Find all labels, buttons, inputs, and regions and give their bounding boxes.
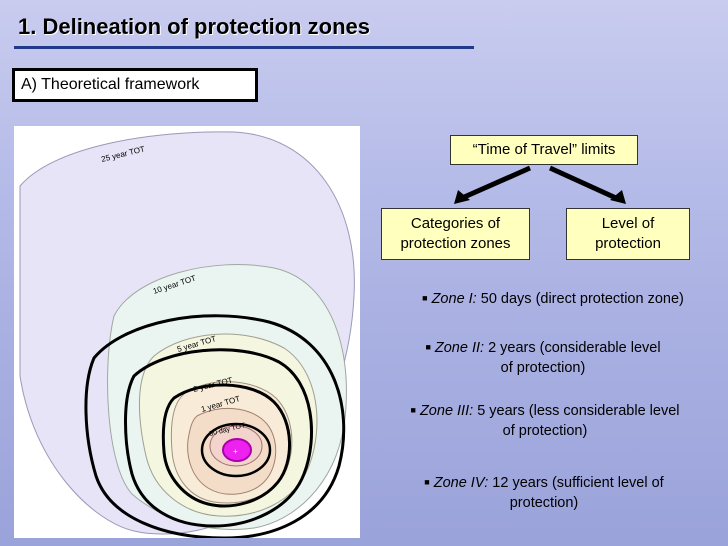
zone-ii-text1: 2 years (considerable level xyxy=(488,340,661,356)
bullet-icon: ■ xyxy=(425,342,431,352)
zone-iii-text1: 5 years (less considerable level xyxy=(477,403,680,419)
zone-i-outline xyxy=(200,422,272,478)
zone-iii-name: Zone III: xyxy=(419,403,474,419)
svg-text:+: + xyxy=(233,447,238,456)
zone-iii-text2: of protection) xyxy=(502,423,588,439)
zone-i-item: ■Zone I: 50 days (direct protection zone… xyxy=(388,288,718,309)
zone-ii-outline xyxy=(161,383,291,508)
well-marker xyxy=(222,438,252,462)
categories-box: Categories of protection zones xyxy=(381,208,530,260)
zone-iv-outline xyxy=(84,314,346,540)
arrow-left xyxy=(460,165,532,201)
arrow-right-head xyxy=(610,190,626,204)
zone-ii-text2: of protection) xyxy=(500,360,586,376)
zone-ii-item: ■Zone II: 2 years (considerable level of… xyxy=(388,337,698,378)
zone-iv-text1: 12 years (sufficient level of xyxy=(492,475,664,491)
tot-zone-svg: + 25 year TOT 10 year TOT 5 year TOT 2 y… xyxy=(19,131,355,540)
categories-line1: Categories of xyxy=(410,215,501,232)
level-line2: protection xyxy=(595,235,661,252)
zone-i-name: Zone I: xyxy=(431,291,477,307)
level-box: Level of protection xyxy=(566,208,690,260)
section-label: A) Theoretical framework xyxy=(12,68,258,102)
arrow-left-head xyxy=(454,190,470,204)
zone-iii-outline xyxy=(124,348,314,528)
zone-iv-text2: protection) xyxy=(509,495,579,511)
slide-title: 1. Delineation of protection zones xyxy=(18,14,371,39)
branch-arrows xyxy=(454,165,626,204)
zone-iii-item: ■Zone III: 5 years (less considerable le… xyxy=(372,400,718,441)
time-of-travel-box: “Time of Travel” limits xyxy=(450,135,638,165)
bullet-icon: ■ xyxy=(424,477,430,487)
categories-line2: protection zones xyxy=(400,235,511,252)
level-line1: Level of xyxy=(601,215,655,232)
bullet-icon: ■ xyxy=(422,293,428,303)
zone-iv-name: Zone IV: xyxy=(433,475,489,491)
zone-ii-name: Zone II: xyxy=(434,340,485,356)
arrow-right xyxy=(548,165,618,201)
tot-zone-diagram: + 25 year TOT 10 year TOT 5 year TOT 2 y… xyxy=(14,126,360,540)
title-underline xyxy=(14,46,474,49)
zone-iv-item: ■Zone IV: 12 years (sufficient level of … xyxy=(386,472,702,513)
bullet-icon: ■ xyxy=(410,405,416,415)
zone-i-text: 50 days (direct protection zone) xyxy=(480,291,684,307)
